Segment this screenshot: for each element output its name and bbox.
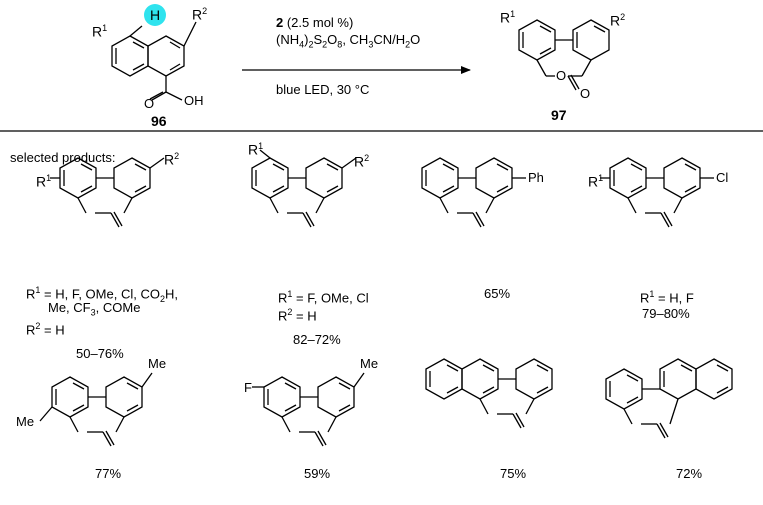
product-2-structure <box>251 149 357 228</box>
product-7-structure <box>425 358 553 429</box>
start-h-label: H <box>150 7 161 23</box>
p2-r1-label: R1 <box>248 141 264 158</box>
product-5-structure <box>39 372 153 447</box>
p1-r1-label: R1 <box>36 173 52 190</box>
start-r1-label: R1 <box>92 23 108 40</box>
start-oh-label: OH <box>184 93 204 108</box>
start-compound-number: 96 <box>151 113 167 129</box>
p5-yield: 77% <box>95 466 122 481</box>
prod-r2-label: R2 <box>610 12 626 29</box>
p1-yield: 50–76% <box>76 346 124 361</box>
p8-yield: 72% <box>676 466 703 481</box>
catalyst-loading: (2.5 mol %) <box>283 15 354 30</box>
conditions-label: blue LED, 30 °C <box>276 82 370 97</box>
prod-o-carbonyl-label: O <box>580 86 591 101</box>
p5-substituent-left: Me <box>16 414 35 429</box>
p3-yield: 65% <box>484 286 511 301</box>
product-6-structure <box>252 372 365 447</box>
p2-r2-label: R2 <box>354 153 370 170</box>
p6-yield: 59% <box>304 466 331 481</box>
p2-notes-1: R1 = F, OMe, Cl <box>278 289 369 306</box>
p4-substituent: Cl <box>716 170 729 185</box>
p1-notes-3: R2 = H <box>26 321 65 338</box>
highlight-circle <box>144 4 166 26</box>
product-1-structure <box>50 157 165 228</box>
prod-o-ring-label: O <box>556 68 567 83</box>
p7-yield: 75% <box>500 466 527 481</box>
product-4-structure <box>600 157 714 228</box>
p4-notes-1: R1 = H, F <box>640 289 694 306</box>
p3-substituent: Ph <box>528 170 544 185</box>
p2-notes-2: R2 = H <box>278 307 317 324</box>
p4-yield: 79–80% <box>642 306 690 321</box>
catalyst-label: 2 (2.5 mol %) <box>276 15 353 31</box>
p2-yield: 82–72% <box>293 332 341 347</box>
product-97 <box>518 19 610 91</box>
product-3-structure <box>421 157 526 228</box>
p6-substituent-left: F <box>244 380 252 395</box>
catalyst-number: 2 <box>276 15 284 30</box>
starting-material-96 <box>111 21 197 101</box>
section-label: selected products: <box>10 150 116 165</box>
p4-r1-label: R1 <box>588 173 604 190</box>
p6-substituent-right: Me <box>360 356 379 371</box>
product-compound-number: 97 <box>551 107 567 123</box>
product-8-structure <box>605 358 733 439</box>
start-r2-label: R2 <box>192 6 208 23</box>
prod-r1-label: R1 <box>500 9 516 26</box>
p1-r2-label: R2 <box>164 151 180 168</box>
p5-substituent-right: Me <box>148 356 167 371</box>
start-o-label: O <box>144 96 155 111</box>
p1-notes-2: Me, CF3, COMe <box>48 300 141 318</box>
p1-notes-1: R1 = H, F, OMe, Cl, CO2H, <box>26 285 178 304</box>
reagents-label: (NH4)2S2O8, CH3CN/H2O <box>276 32 421 50</box>
